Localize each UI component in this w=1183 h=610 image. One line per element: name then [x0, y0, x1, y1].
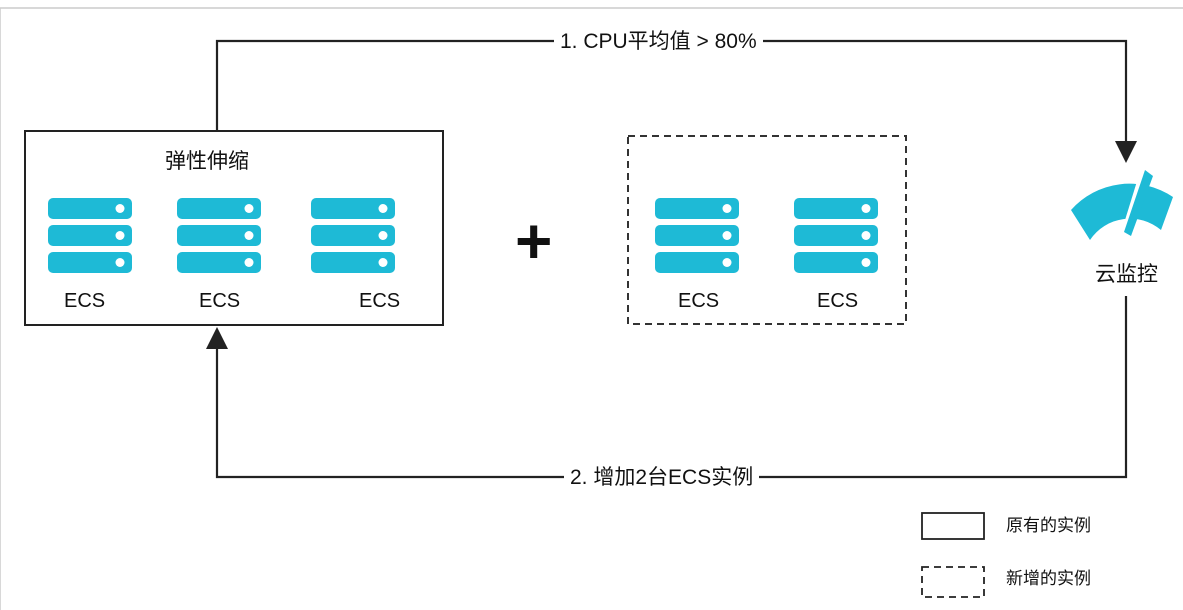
gauge-icon — [1071, 170, 1173, 251]
arrow-cpu-alarm — [215, 39, 1137, 163]
scaling-group-title: 弹性伸缩 — [165, 150, 249, 173]
step1-label: 1. CPU平均值 > 80% — [554, 31, 763, 52]
server-icon — [311, 198, 395, 273]
server-icon — [48, 198, 132, 273]
legend-existing-label: 原有的实例 — [1006, 516, 1091, 535]
step2-label: 2. 增加2台ECS实例 — [564, 467, 760, 488]
server-icon — [655, 198, 739, 273]
ecs-label: ECS — [817, 290, 859, 312]
server-icon — [177, 198, 261, 273]
ecs-label: ECS — [359, 290, 401, 312]
plus-icon: + — [515, 205, 553, 277]
legend-swatch-added — [921, 566, 985, 598]
legend-added-label: 新增的实例 — [1006, 569, 1091, 588]
ecs-label: ECS — [64, 290, 106, 312]
server-icon — [794, 198, 878, 273]
ecs-label: ECS — [678, 290, 720, 312]
scaling-group-box — [24, 130, 444, 326]
monitor-label: 云监控 — [1095, 263, 1158, 286]
legend-swatch-existing — [921, 512, 985, 540]
new-instances-box — [627, 135, 907, 325]
ecs-label: ECS — [199, 290, 241, 312]
